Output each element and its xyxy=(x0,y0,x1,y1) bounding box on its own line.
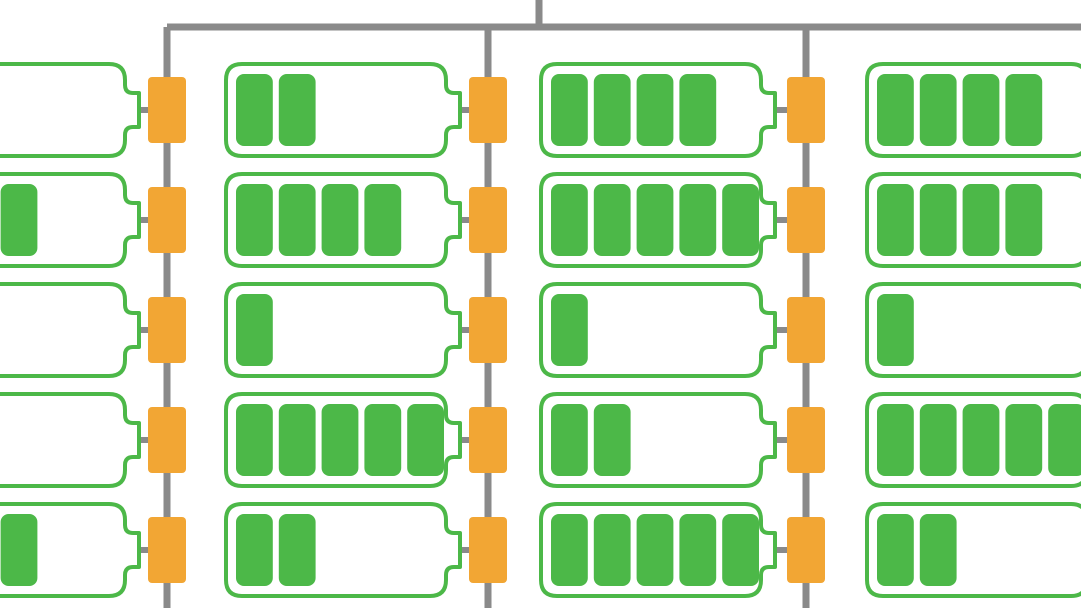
battery-outline xyxy=(224,282,462,378)
battery-column-2-row-1 xyxy=(224,62,462,158)
battery-column-3-row-4 xyxy=(539,392,777,488)
connector-block-bus-1-row-3 xyxy=(148,297,186,363)
battery-cell xyxy=(877,294,914,366)
battery-cell xyxy=(593,74,631,146)
battery-column-2 xyxy=(224,62,462,598)
connector-block-bus-1-row-1 xyxy=(148,77,186,143)
battery-cell xyxy=(919,404,957,476)
battery-cell xyxy=(962,404,1000,476)
battery-cell xyxy=(1005,74,1043,146)
battery-cell xyxy=(722,514,759,586)
battery-cell xyxy=(919,74,957,146)
battery-cell xyxy=(877,404,914,476)
battery-cell xyxy=(364,184,402,256)
battery-column-1 xyxy=(0,62,141,598)
battery-column-4-row-1 xyxy=(865,62,1081,158)
battery-cell xyxy=(278,404,316,476)
battery-column-1-row-4 xyxy=(0,392,141,488)
battery-column-1-row-1 xyxy=(0,62,141,158)
battery-outline xyxy=(539,282,777,378)
battery-column-1-row-2 xyxy=(0,172,141,268)
battery-cell xyxy=(636,184,674,256)
battery-column-2-row-3 xyxy=(224,282,462,378)
battery-cell xyxy=(593,184,631,256)
battery-cell xyxy=(278,184,316,256)
connector-block-bus-3-row-2 xyxy=(787,187,825,253)
battery-cell xyxy=(407,404,444,476)
battery-cell xyxy=(236,514,273,586)
battery-cell xyxy=(919,184,957,256)
battery-column-1-row-3 xyxy=(0,282,141,378)
battery-cell xyxy=(679,514,717,586)
battery-cell xyxy=(877,514,914,586)
battery-cell xyxy=(593,514,631,586)
battery-cell xyxy=(1048,404,1081,476)
connector-block-bus-2-row-1 xyxy=(469,77,507,143)
battery-cell xyxy=(551,294,588,366)
connector-block-bus-2-row-5 xyxy=(469,517,507,583)
connector-block-bus-1-row-4 xyxy=(148,407,186,473)
battery-column-3-row-2 xyxy=(539,172,777,268)
battery-cell xyxy=(1005,184,1043,256)
battery-cell xyxy=(551,404,588,476)
battery-outline xyxy=(865,282,1081,378)
battery-cell xyxy=(679,184,717,256)
battery-cell xyxy=(877,184,914,256)
battery-cell xyxy=(551,74,588,146)
battery-cell xyxy=(636,74,674,146)
battery-column-3-row-3 xyxy=(539,282,777,378)
connector-block-bus-1-row-5 xyxy=(148,517,186,583)
battery-cell xyxy=(321,404,359,476)
connector-block-bus-2-row-4 xyxy=(469,407,507,473)
battery-cell xyxy=(877,74,914,146)
battery-column-3-row-5 xyxy=(539,502,777,598)
connector-layer xyxy=(148,77,825,583)
battery-cell xyxy=(0,514,38,586)
battery-cell xyxy=(551,514,588,586)
battery-column-2-row-5 xyxy=(224,502,462,598)
battery-column-4-row-2 xyxy=(865,172,1081,268)
battery-cell xyxy=(364,404,402,476)
connector-block-bus-1-row-2 xyxy=(148,187,186,253)
battery-cell xyxy=(236,294,273,366)
battery-column-1-row-5 xyxy=(0,502,141,598)
battery-cell xyxy=(551,184,588,256)
battery-cell xyxy=(636,514,674,586)
battery-cell xyxy=(1005,404,1043,476)
battery-cell xyxy=(722,184,759,256)
battery-column-4-row-3 xyxy=(865,282,1081,378)
battery-column-2-row-4 xyxy=(224,392,462,488)
battery-cell xyxy=(0,184,38,256)
connector-block-bus-2-row-2 xyxy=(469,187,507,253)
battery-column-2-row-2 xyxy=(224,172,462,268)
battery-cell xyxy=(679,74,717,146)
connector-block-bus-3-row-4 xyxy=(787,407,825,473)
battery-column-4 xyxy=(865,62,1081,598)
battery-cell xyxy=(321,184,359,256)
battery-column-3 xyxy=(539,62,777,598)
battery-column-4-row-4 xyxy=(865,392,1081,488)
battery-cell xyxy=(962,184,1000,256)
battery-column-4-row-5 xyxy=(865,502,1081,598)
battery-outline xyxy=(0,282,141,378)
connector-block-bus-3-row-3 xyxy=(787,297,825,363)
battery-column-3-row-1 xyxy=(539,62,777,158)
battery-cell xyxy=(962,74,1000,146)
connector-block-bus-3-row-1 xyxy=(787,77,825,143)
battery-cell xyxy=(236,74,273,146)
battery-cell xyxy=(236,404,273,476)
battery-layer xyxy=(0,62,1081,598)
battery-outline xyxy=(0,62,141,158)
battery-cell xyxy=(919,514,957,586)
connector-block-bus-3-row-5 xyxy=(787,517,825,583)
battery-outline xyxy=(0,392,141,488)
battery-cell xyxy=(278,74,316,146)
battery-cell xyxy=(278,514,316,586)
connector-block-bus-2-row-3 xyxy=(469,297,507,363)
battery-cell xyxy=(593,404,631,476)
battery-cell xyxy=(236,184,273,256)
